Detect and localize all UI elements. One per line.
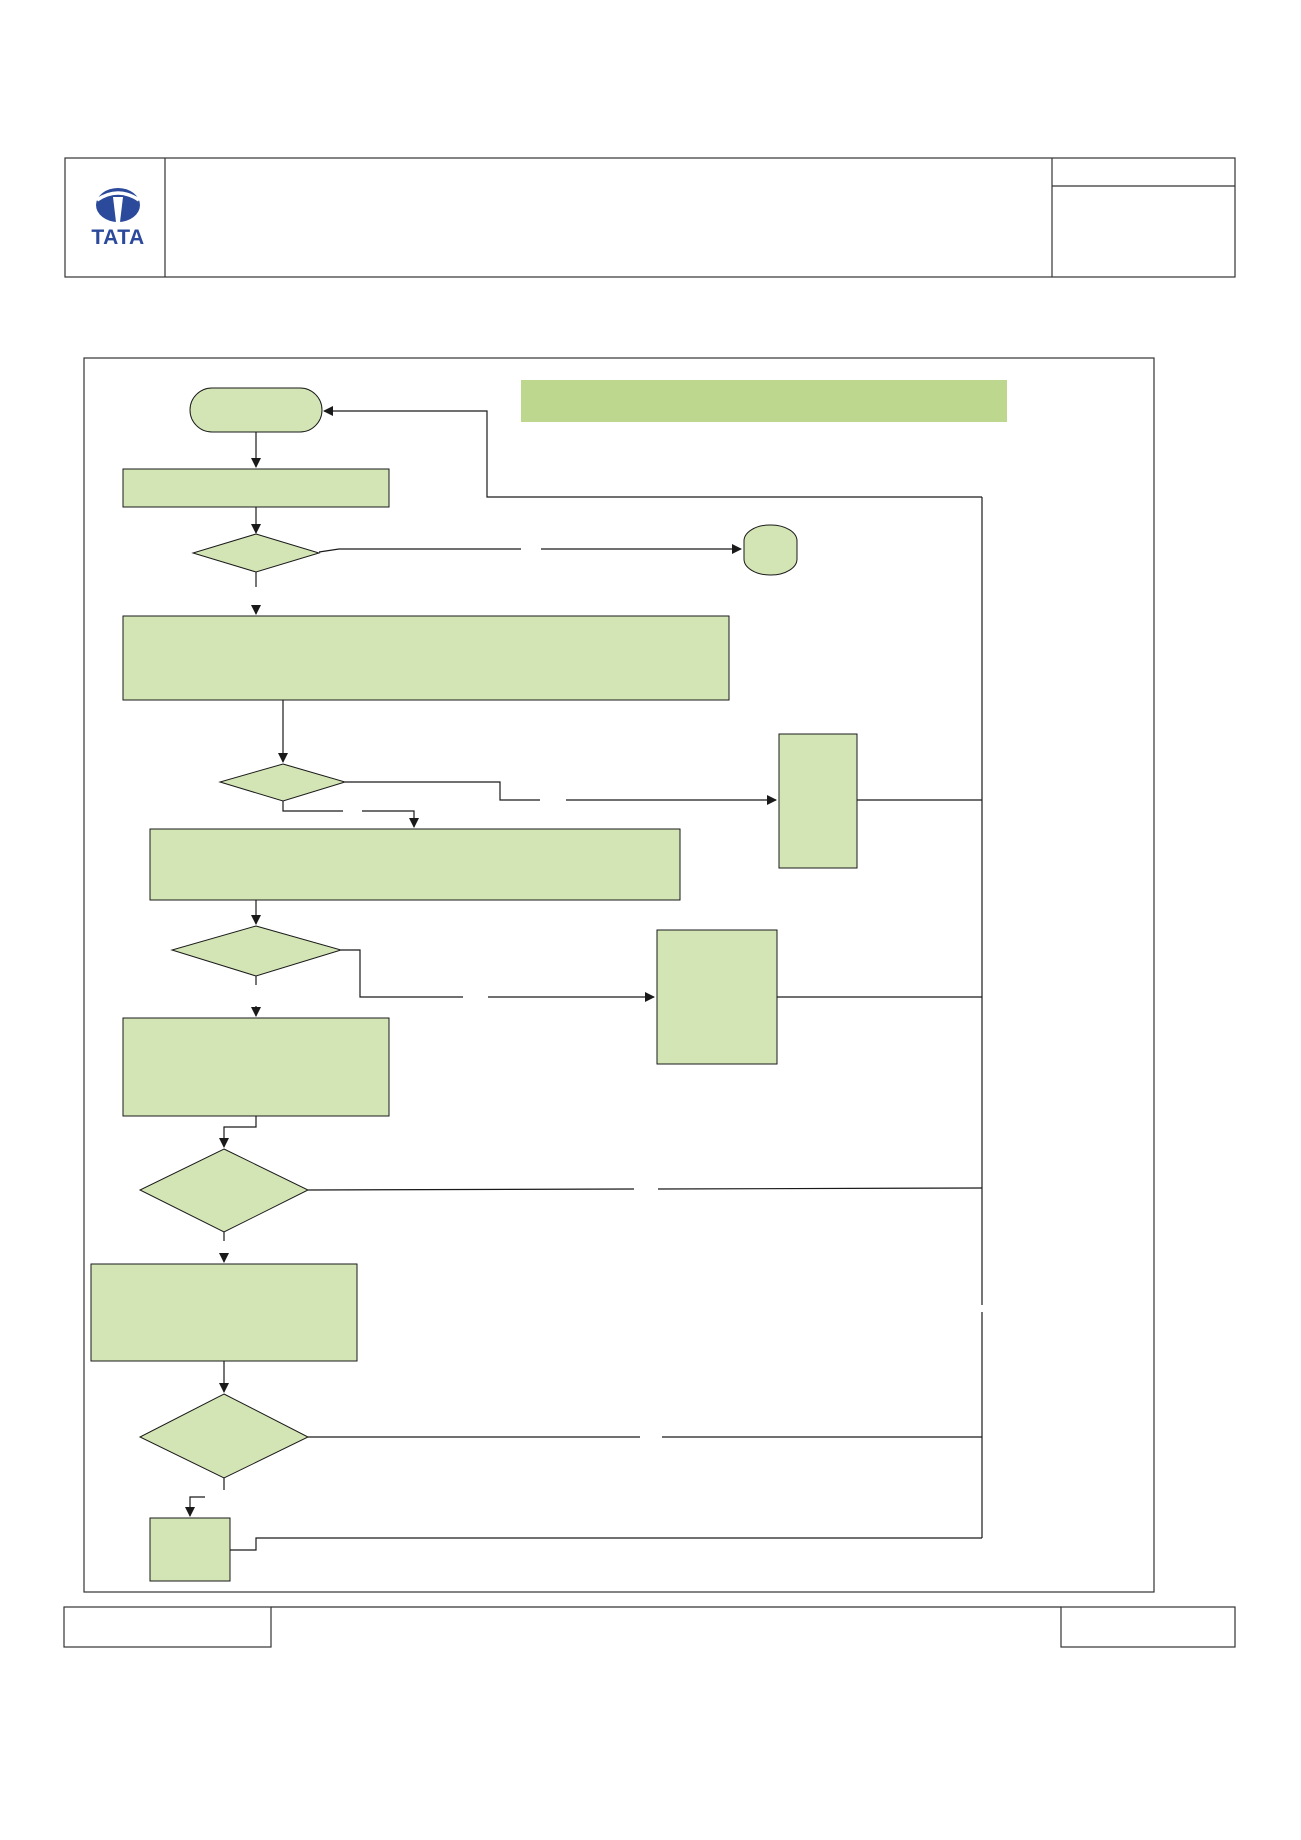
decision-2 <box>218 763 347 802</box>
decision-4 <box>138 1148 310 1233</box>
flowchart-frame <box>83 357 1155 1593</box>
start-terminator <box>189 387 323 433</box>
process-box-1 <box>122 468 390 508</box>
side-box-1 <box>778 733 858 869</box>
process-box-3 <box>149 828 681 901</box>
document-footer <box>63 1606 1236 1648</box>
tata-logo-text: TATA <box>91 226 144 249</box>
decision-3 <box>170 925 343 977</box>
connectors <box>185 406 983 1551</box>
tata-logo: TATA <box>91 188 144 249</box>
side-box-2 <box>656 929 778 1065</box>
end-connector <box>743 524 798 576</box>
process-box-2 <box>122 615 730 701</box>
footer-right-cell <box>1060 1606 1236 1648</box>
header-frame <box>64 157 1236 278</box>
document-header: TATA <box>64 157 1236 278</box>
flowchart-title-band <box>521 380 1007 422</box>
process-box-5 <box>90 1263 358 1362</box>
process-box-4 <box>122 1017 390 1117</box>
footer-left-cell <box>63 1606 272 1648</box>
decision-5 <box>138 1393 310 1479</box>
final-process-box <box>149 1517 231 1582</box>
decision-1 <box>191 533 321 573</box>
